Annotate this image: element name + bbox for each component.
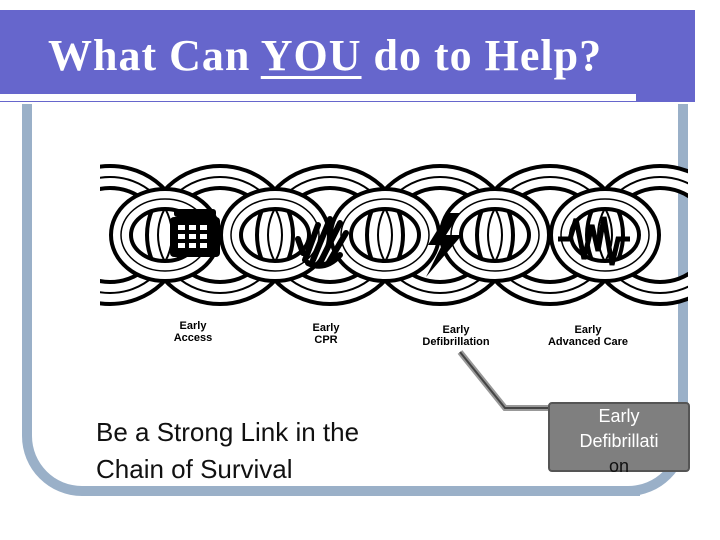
chain-label-3-line2: Defibrillation [422, 336, 490, 348]
chain-label-1-line1: Early [179, 320, 207, 332]
chain-label-3-line1: Early [442, 324, 470, 336]
callout-box [548, 402, 690, 472]
chain-label-3: Early Defibrillation [396, 324, 516, 348]
frame-bottom [90, 486, 640, 496]
callout-text: Early Defibrillati on [548, 404, 690, 479]
chain-label-4: Early Advanced Care [528, 324, 648, 348]
hands-cpr-icon [295, 216, 349, 269]
title-band [0, 10, 695, 102]
caption-text: Be a Strong Link in the Chain of Surviva… [96, 414, 359, 488]
chain-label-2-line1: Early [312, 322, 340, 334]
slide-title: What Can YOU do to Help? [48, 30, 602, 81]
title-pre: What Can [48, 31, 261, 80]
frame-corner-left [22, 400, 102, 496]
telephone-icon [170, 209, 220, 257]
caption-line-2: Chain of Survival [96, 454, 293, 484]
chain-label-4-line1: Early [574, 324, 602, 336]
chain-of-survival-image [100, 164, 688, 306]
frame-right [678, 104, 688, 434]
chain-label-1: Early Access [143, 320, 243, 344]
callout-line-3: on [608, 456, 630, 476]
callout-line-1: Early [598, 406, 640, 426]
heart-rhythm-icon [558, 216, 630, 266]
chain-label-2: Early CPR [276, 322, 376, 346]
title-emphasis: YOU [260, 31, 362, 80]
chain-label-2-line2: CPR [314, 334, 338, 346]
title-post: do to Help? [361, 31, 603, 80]
callout-line-2: Defibrillati [579, 431, 659, 451]
caption-line-1: Be a Strong Link in the [96, 417, 360, 447]
chain-label-4-line2: Advanced Care [547, 336, 629, 348]
lightning-bolt-icon [426, 213, 462, 277]
title-underline-bar [0, 94, 636, 101]
frame-left [22, 104, 32, 434]
chain-label-1-line2: Access [173, 332, 213, 344]
